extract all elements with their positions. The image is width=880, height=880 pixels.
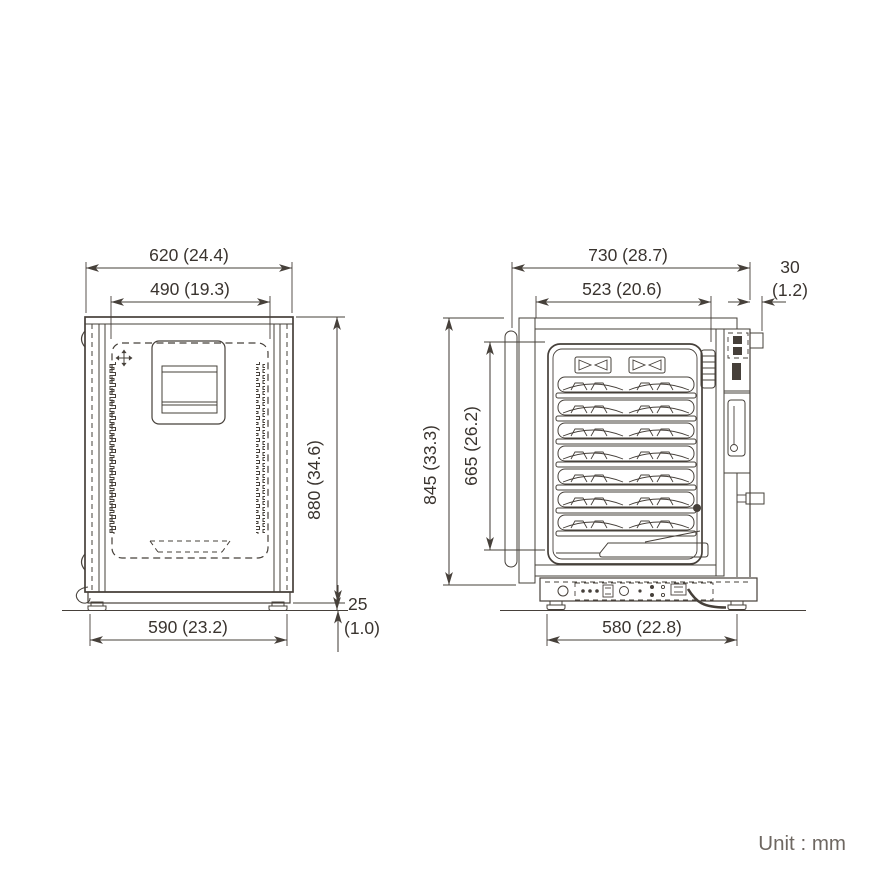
- rear-inner-wall: [715, 328, 725, 577]
- chamber-outline: [547, 343, 703, 565]
- inner-door-outline: [111, 342, 269, 559]
- dim-side-base-depth: 580 (22.8): [546, 614, 738, 646]
- control-panel: [151, 340, 226, 425]
- latch-hook: [75, 586, 91, 604]
- shelf-bracket-column-right: [256, 362, 265, 534]
- side-foot-rear: [727, 600, 747, 610]
- power-cord: [686, 588, 727, 609]
- side-door-outer-skin: [504, 330, 518, 568]
- hinge-top: [80, 330, 86, 348]
- dim-side-interior-depth-label: 523 (20.6): [582, 279, 662, 299]
- dim-side-body-height-label: 845 (33.3): [420, 425, 440, 505]
- dim-front-overall-width-label: 620 (24.4): [149, 245, 229, 265]
- dim-side-overall-depth: 730 (28.7): [511, 245, 751, 328]
- unit-note: Unit : mm: [758, 832, 846, 855]
- rear-knob: [736, 492, 765, 505]
- side-door-section: [518, 317, 536, 584]
- dim-front-base-width: 590 (23.2): [89, 614, 288, 646]
- humidity-pan: [556, 530, 709, 558]
- side-view: [500, 317, 806, 611]
- hinge-bottom: [80, 553, 86, 571]
- dim-front-base-width-label: 590 (23.2): [148, 617, 228, 637]
- chamber-inner-wall: [552, 348, 698, 560]
- top-duct: [574, 356, 666, 374]
- dim-side-interior-height-label: 665 (26.2): [461, 406, 481, 486]
- dim-front-overall-height: 880 (34.6): [296, 316, 345, 610]
- dim-front-door-width-label: 490 (19.3): [150, 279, 230, 299]
- front-base-plate: [87, 591, 291, 604]
- shelf-stack: [555, 376, 697, 537]
- ceiling-insulation: [534, 317, 738, 330]
- rear-projection-box: [749, 332, 764, 349]
- shelf-bracket-column-left: [109, 362, 118, 534]
- dim-side-interior-depth: 523 (20.6): [535, 279, 712, 342]
- dim-side-body-height: 845 (33.3): [420, 317, 516, 586]
- side-base: [539, 577, 758, 609]
- crosshair-arrows-icon: [115, 349, 133, 367]
- dim-front-overall-width: 620 (24.4): [85, 245, 293, 313]
- base-service-panel: [574, 582, 714, 601]
- dim-side-interior-height: 665 (26.2): [461, 341, 545, 551]
- dim-side-rear-projection-inches: (1.2): [772, 280, 808, 300]
- dim-front-overall-height-label: 880 (34.6): [304, 440, 324, 520]
- dim-front-foot-height: 25 (1.0): [293, 585, 380, 652]
- dim-front-foot-height-inches: (1.0): [344, 618, 380, 638]
- front-view: [62, 316, 348, 611]
- door-pocket-outline: [149, 540, 231, 553]
- dim-side-base-depth-label: 580 (22.8): [602, 617, 682, 637]
- dim-front-door-width: 490 (19.3): [110, 279, 271, 339]
- side-foot-front: [546, 600, 566, 610]
- dim-side-overall-depth-label: 730 (28.7): [588, 245, 668, 265]
- floor-insulation: [534, 564, 717, 577]
- display-window: [161, 365, 218, 414]
- dim-side-rear-projection: 30 (1.2): [728, 257, 808, 331]
- rear-electrical-box: [723, 328, 764, 392]
- dim-front-foot-height-value: 25: [348, 594, 367, 614]
- rear-device-box: [723, 392, 751, 474]
- dim-side-rear-projection-value: 30: [780, 257, 800, 277]
- terminal-block: [732, 363, 741, 380]
- fan-motor: [700, 349, 716, 389]
